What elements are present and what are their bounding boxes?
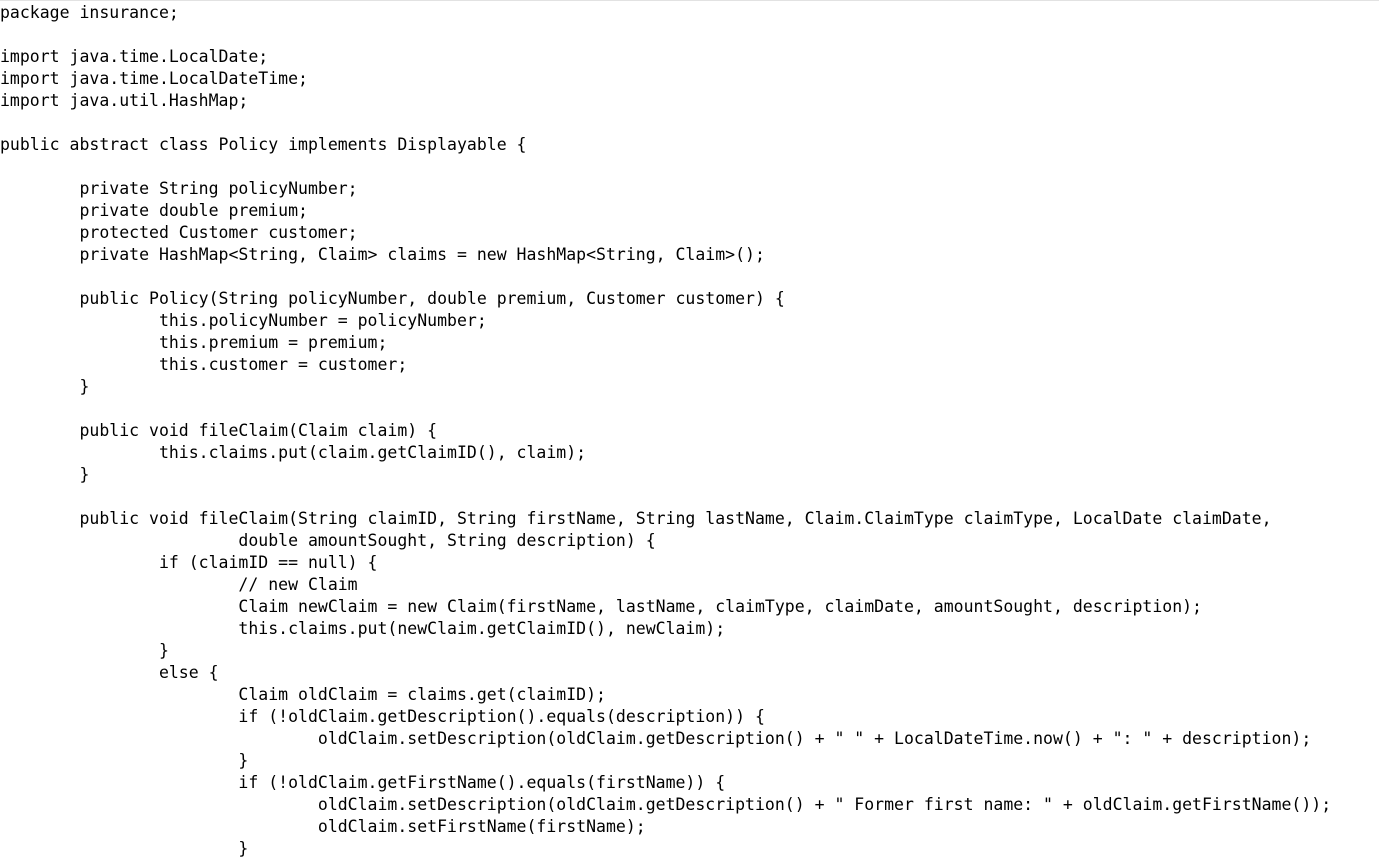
code-line: oldClaim.setFirstName(firstName); [0,817,646,836]
code-line: import java.time.LocalDateTime; [0,69,308,88]
code-line: this.customer = customer; [0,355,408,374]
code-line: public abstract class Policy implements … [0,135,527,154]
code-line: private HashMap<String, Claim> claims = … [0,245,765,264]
code-line: Claim newClaim = new Claim(firstName, la… [0,597,1202,616]
code-line: else { [0,663,219,682]
code-line: this.claims.put(claim.getClaimID(), clai… [0,443,587,462]
code-line: package insurance; [0,3,179,22]
code-line: private String policyNumber; [0,179,358,198]
code-line: private double premium; [0,201,308,220]
code-line: } [0,465,90,484]
code-line: } [0,839,249,858]
code-line [0,112,1331,134]
code-text[interactable]: package insurance; import java.time.Local… [0,2,1331,860]
code-line: } [0,377,90,396]
code-line: } [0,751,249,770]
code-line: public void fileClaim(Claim claim) { [0,421,438,440]
code-line: oldClaim.setDescription(oldClaim.getDesc… [0,729,1312,748]
code-line: protected Customer customer; [0,223,358,242]
code-line: public Policy(String policyNumber, doubl… [0,289,785,308]
code-line: this.premium = premium; [0,333,388,352]
code-line: oldClaim.setDescription(oldClaim.getDesc… [0,795,1332,814]
code-line: double amountSought, String description)… [0,531,656,550]
code-line: Claim oldClaim = claims.get(claimID); [0,685,606,704]
code-line: this.claims.put(newClaim.getClaimID(), n… [0,619,726,638]
code-line [0,156,1331,178]
code-line [0,24,1331,46]
code-line: this.policyNumber = policyNumber; [0,311,487,330]
code-line: import java.util.HashMap; [0,91,249,110]
code-line: public void fileClaim(String claimID, St… [0,509,1272,528]
code-line: if (claimID == null) { [0,553,378,572]
code-line: } [0,641,169,660]
code-line: // new Claim [0,575,358,594]
code-line: if (!oldClaim.getFirstName().equals(firs… [0,773,726,792]
code-line [0,486,1331,508]
code-line: import java.time.LocalDate; [0,47,269,66]
code-line [0,398,1331,420]
code-line [0,266,1331,288]
code-line: if (!oldClaim.getDescription().equals(de… [0,707,765,726]
